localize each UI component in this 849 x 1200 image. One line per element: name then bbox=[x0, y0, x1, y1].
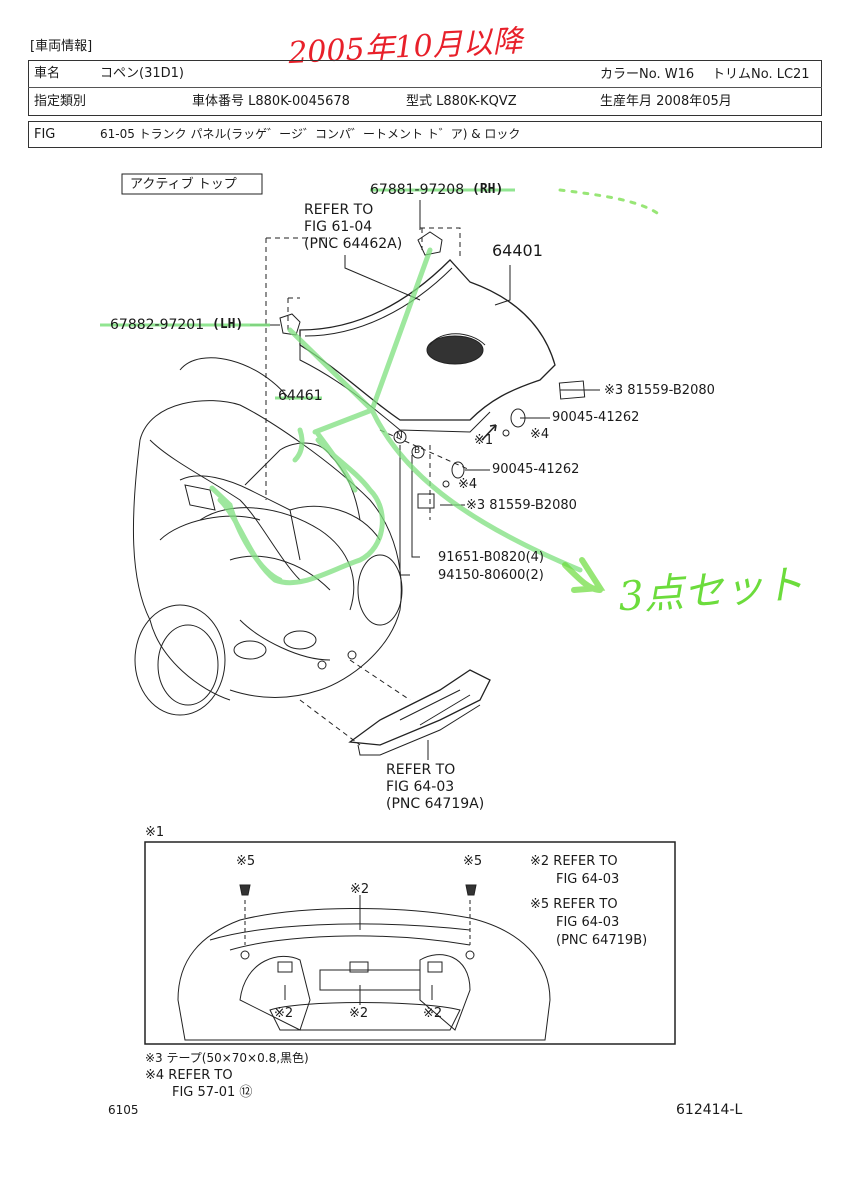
part-rh-side: (RH) bbox=[472, 182, 504, 197]
variant-label: アクティブ トップ bbox=[130, 177, 237, 192]
fig-label: FIG bbox=[34, 127, 56, 142]
detail-note-2-mid: ※2 bbox=[349, 1006, 369, 1021]
footnote-3: ※3 テープ(50×70×0.8,黒色) bbox=[145, 1051, 309, 1065]
refer-fig-64-03-line2: FIG 64-03 bbox=[386, 779, 455, 795]
detail-refer-5-line3: (PNC 64719B) bbox=[556, 933, 648, 948]
detail-refer-5-line1: ※5 REFER TO bbox=[530, 897, 618, 912]
refer-fig-64-03-line1: REFER TO bbox=[386, 762, 456, 778]
marker-b: B bbox=[414, 446, 421, 456]
tape-label-2: ※3 81559-B2080 bbox=[466, 498, 577, 513]
frame-number: 車体番号 L880K-0045678 bbox=[192, 94, 350, 109]
tape-label-1: ※3 81559-B2080 bbox=[604, 383, 715, 398]
part-lh-side: (LH) bbox=[212, 317, 244, 332]
detail-note-2-left: ※2 bbox=[274, 1006, 294, 1021]
detail-refer-5-line2: FIG 64-03 bbox=[556, 915, 620, 930]
footnote-4-line1: ※4 REFER TO bbox=[145, 1068, 233, 1083]
detail-title: ※1 bbox=[145, 825, 165, 840]
section-label: [車両情報] bbox=[30, 39, 93, 54]
refer-fig-61-04-line1: REFER TO bbox=[304, 202, 374, 218]
detail-note-2-top: ※2 bbox=[350, 882, 370, 897]
part-number-64461: 64461 bbox=[278, 388, 323, 404]
note-1: ※1 bbox=[474, 433, 494, 448]
part-number-rh-hinge: 67881-97208 bbox=[370, 182, 465, 198]
part-number-64401: 64401 bbox=[492, 241, 543, 260]
bolt-label-1: 91651-B0820(4) bbox=[438, 550, 544, 565]
designation-label: 指定類別 bbox=[34, 94, 87, 109]
vehicle-name-label: 車名 bbox=[34, 66, 61, 81]
footnote-4-line2: FIG 57-01 ⑫ bbox=[172, 1085, 253, 1100]
refer-fig-61-04-line3: (PNC 64462A) bbox=[304, 236, 403, 252]
detail-note-2-right: ※2 bbox=[423, 1006, 443, 1021]
vehicle-info-box bbox=[28, 60, 822, 116]
clip-label-1: 90045-41262 bbox=[552, 410, 640, 425]
bolt-label-2: 94150-80600(2) bbox=[438, 568, 544, 583]
trim-no: トリムNo. LC21 bbox=[712, 67, 810, 82]
marker-n: N bbox=[396, 431, 403, 441]
color-no: カラーNo. W16 bbox=[600, 67, 695, 82]
part-number-lh-hinge: 67882-97201 bbox=[110, 317, 205, 333]
fig-title-box bbox=[28, 121, 822, 148]
production-date: 生産年月 2008年05月 bbox=[600, 94, 732, 109]
fig-title: 61-05 トランク パネル(ラッゲ゛ージ゛コンパ゛ートメント ト゛ア) & ロ… bbox=[100, 127, 521, 141]
refer-fig-61-04-line2: FIG 61-04 bbox=[304, 219, 373, 235]
model-code: 型式 L880K-KQVZ bbox=[406, 94, 517, 109]
detail-refer-2-line1: ※2 REFER TO bbox=[530, 854, 618, 869]
detail-note-5-left: ※5 bbox=[236, 854, 256, 869]
note-4b: ※4 bbox=[458, 477, 478, 492]
detail-note-5-right: ※5 bbox=[463, 854, 483, 869]
detail-refer-2-line2: FIG 64-03 bbox=[556, 872, 620, 887]
page-number-right: 612414-L bbox=[676, 1102, 743, 1118]
clip-label-2: 90045-41262 bbox=[492, 462, 580, 477]
note-4a: ※4 bbox=[530, 427, 550, 442]
vehicle-name: コペン(31D1) bbox=[100, 66, 184, 81]
refer-fig-64-03-line3: (PNC 64719A) bbox=[386, 796, 485, 812]
page-number-left: 6105 bbox=[108, 1103, 139, 1117]
